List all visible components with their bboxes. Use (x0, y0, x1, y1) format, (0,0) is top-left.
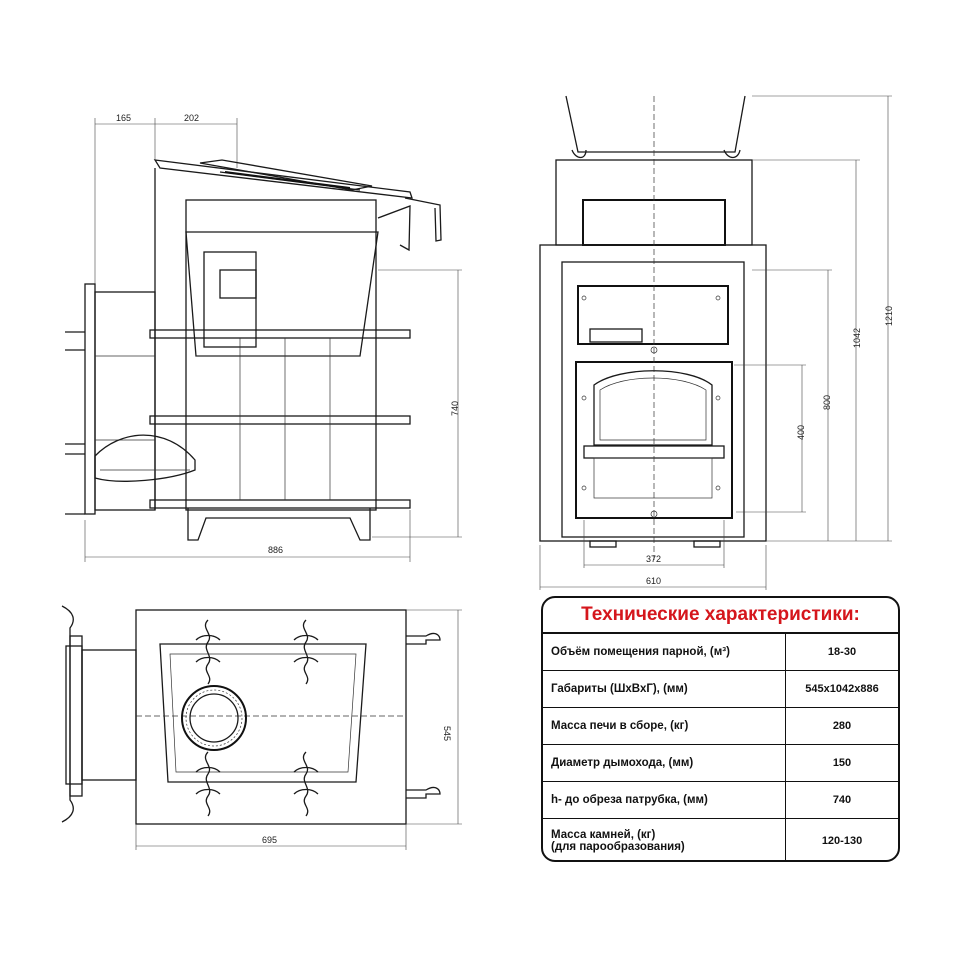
dim-886: 886 (268, 545, 283, 555)
spec-row: Объём помещения парной, (м³) 18-30 (543, 634, 898, 671)
spec-title: Технические характеристики: (543, 598, 898, 634)
ornament-bottom-left (195, 751, 221, 817)
dim-165: 165 (116, 113, 131, 123)
top-view: 545 695 (61, 605, 462, 850)
spec-label: Объём помещения парной, (м³) (543, 634, 786, 670)
spec-row: Масса печи в сборе, (кг) 280 (543, 708, 898, 745)
spec-label: h- до обреза патрубка, (мм) (543, 782, 786, 818)
dim-400: 400 (796, 425, 806, 440)
side-view: 165 202 (65, 113, 462, 562)
spec-row: Масса камней, (кг) (для парообразования)… (543, 819, 898, 860)
dim-372: 372 (646, 554, 661, 564)
ornament-top-right (293, 619, 319, 685)
spec-value: 740 (832, 794, 852, 806)
spec-value: 120-130 (821, 835, 863, 847)
dim-800: 800 (822, 395, 832, 410)
spec-label: Масса печи в сборе, (кг) (543, 708, 786, 744)
spec-label: Масса камней, (кг) (для парообразования) (543, 819, 786, 860)
spec-label: Диаметр дымохода, (мм) (543, 745, 786, 781)
dim-740: 740 (450, 401, 460, 416)
spec-row: h- до обреза патрубка, (мм) 740 (543, 782, 898, 819)
spec-label: Габариты (ШхВхГ), (мм) (543, 671, 786, 707)
ornament-top-left (195, 619, 221, 685)
spec-table: Технические характеристики: Объём помеще… (541, 596, 900, 862)
dim-695: 695 (262, 835, 277, 845)
spec-row: Габариты (ШхВхГ), (мм) 545х1042х886 (543, 671, 898, 708)
spec-value: 150 (832, 757, 852, 769)
ornament-bottom-right (293, 751, 319, 817)
dim-545: 545 (442, 726, 452, 741)
dim-1210: 1210 (884, 306, 894, 326)
dim-1042: 1042 (852, 328, 862, 348)
dim-202: 202 (184, 113, 199, 123)
spec-value: 545х1042х886 (805, 683, 879, 695)
dim-610: 610 (646, 576, 661, 586)
front-view: 1210 1042 800 400 372 610 (539, 95, 894, 590)
spec-row: Диаметр дымохода, (мм) 150 (543, 745, 898, 782)
spec-value: 18-30 (827, 646, 857, 658)
spec-value: 280 (832, 720, 852, 732)
